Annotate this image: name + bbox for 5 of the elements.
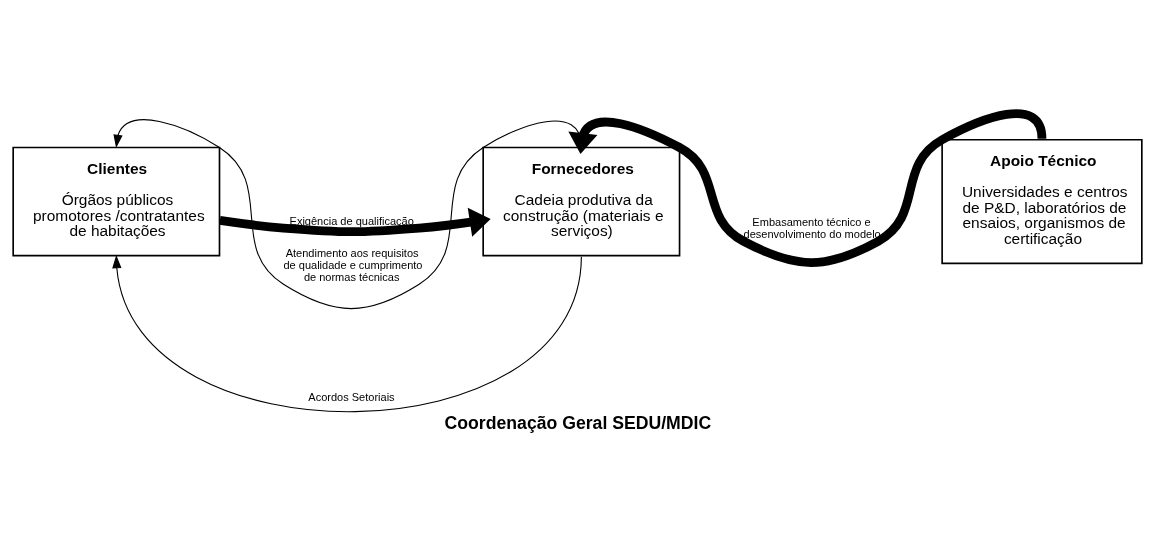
- caption: Coordenação Geral SEDU/MDIC: [444, 412, 712, 433]
- edge-label: Embasamento técnico e desenvolvimento do modelo: [743, 215, 881, 240]
- edge-label: Exigência de qualificação: [289, 214, 414, 227]
- edge-label: Atendimento aos requisitos de qualidade e cumprimento de normas técnicas: [283, 246, 423, 283]
- edge-label: Acordos Setoriais: [308, 390, 395, 403]
